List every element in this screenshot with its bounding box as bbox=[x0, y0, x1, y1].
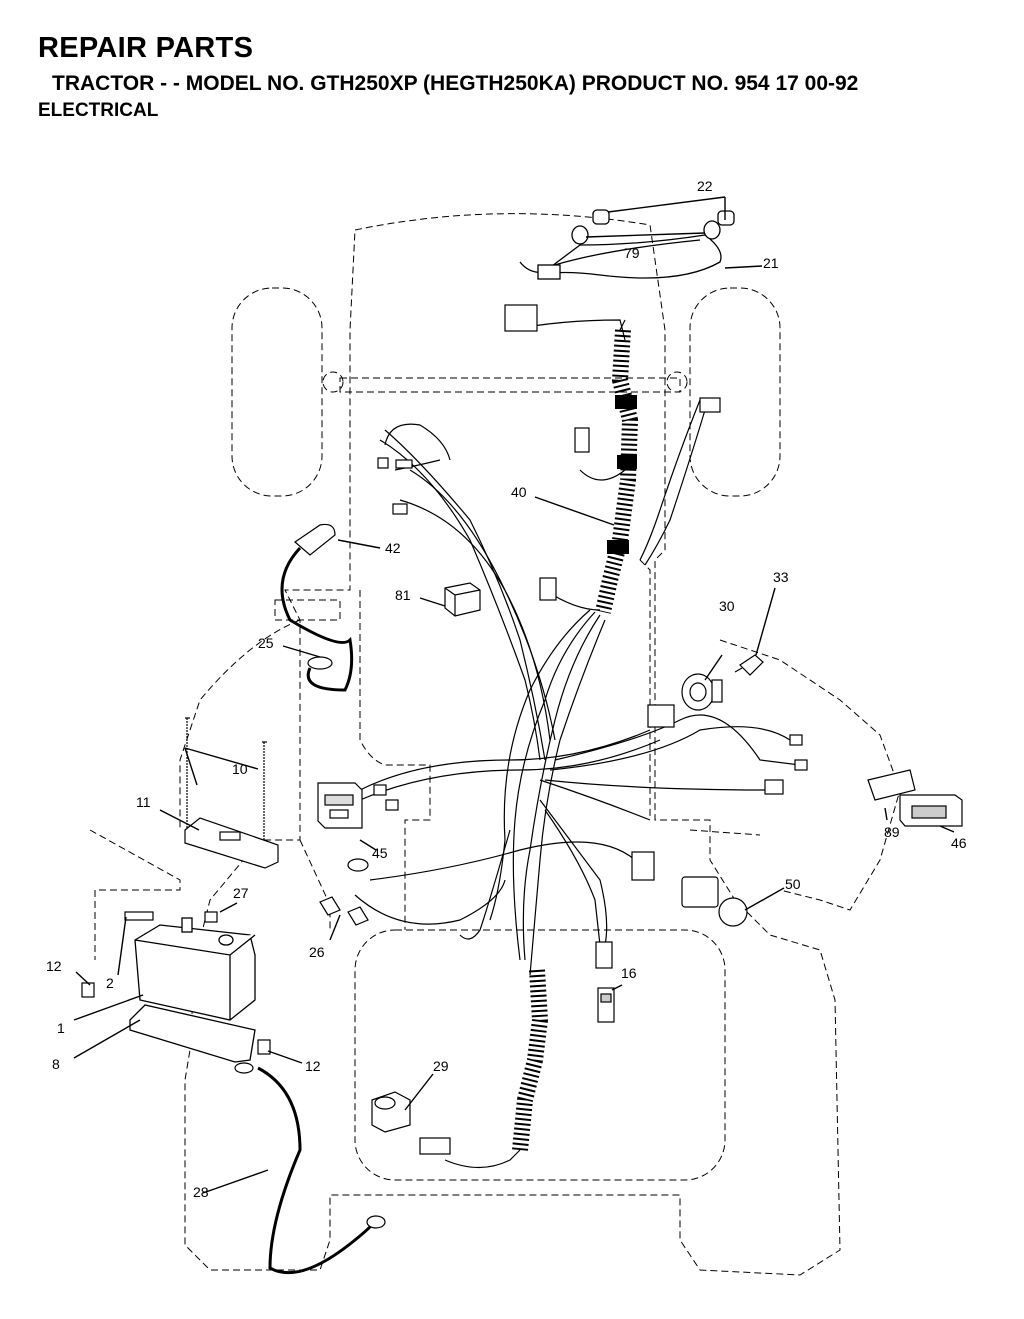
callout-40: 40 bbox=[511, 484, 527, 500]
callout-42: 42 bbox=[385, 540, 401, 556]
relay bbox=[444, 582, 481, 617]
callout-16: 16 bbox=[621, 965, 637, 981]
page-title: REPAIR PARTS bbox=[38, 32, 254, 64]
callout-27: 27 bbox=[233, 885, 249, 901]
tractor-outline bbox=[89, 213, 901, 1276]
callout-11: 11 bbox=[136, 794, 151, 810]
switch-16 bbox=[597, 987, 615, 1023]
ignition-switch bbox=[681, 673, 723, 711]
cable-28 bbox=[257, 1066, 374, 1275]
pto-switch bbox=[681, 876, 748, 927]
battery-tray bbox=[129, 1004, 256, 1063]
leader-lines bbox=[73, 196, 955, 1194]
hour-meter bbox=[317, 782, 363, 829]
callout-labels: 22 79 21 40 42 81 33 30 25 10 11 45 89 4… bbox=[46, 178, 967, 1200]
cable-42-25 bbox=[280, 546, 354, 692]
module-46 bbox=[899, 794, 963, 827]
hold-down-bracket bbox=[184, 817, 279, 869]
callout-10: 10 bbox=[232, 761, 248, 777]
callout-21: 21 bbox=[763, 255, 779, 271]
callout-28: 28 bbox=[193, 1184, 209, 1200]
callout-26: 26 bbox=[309, 944, 325, 960]
callout-1: 1 bbox=[57, 1020, 65, 1036]
callout-29: 29 bbox=[433, 1058, 449, 1074]
bracket-89 bbox=[867, 769, 916, 801]
callout-89: 89 bbox=[884, 824, 900, 840]
callout-12-top: 12 bbox=[46, 958, 62, 974]
hold-down-bolts bbox=[185, 717, 267, 842]
callout-33: 33 bbox=[773, 569, 789, 585]
callout-25: 25 bbox=[258, 635, 274, 651]
page-subtitle: TRACTOR - - MODEL NO. GTH250XP (HEGTH250… bbox=[52, 72, 859, 95]
callout-79: 79 bbox=[624, 245, 640, 261]
callout-22: 22 bbox=[697, 178, 713, 194]
main-harness bbox=[354, 304, 801, 1169]
boot-42 bbox=[294, 523, 336, 670]
headlight-harness bbox=[519, 209, 735, 280]
callout-8: 8 bbox=[52, 1056, 60, 1072]
callout-46: 46 bbox=[951, 835, 967, 851]
clip-12 bbox=[81, 982, 271, 1055]
fuse-holder bbox=[319, 896, 369, 926]
callout-45: 45 bbox=[372, 845, 388, 861]
terminal-bolt bbox=[124, 911, 218, 923]
switch-33 bbox=[734, 654, 764, 676]
solenoid bbox=[371, 1091, 411, 1133]
callout-30: 30 bbox=[719, 598, 735, 614]
harness-connectors bbox=[373, 397, 808, 1155]
callout-2: 2 bbox=[106, 975, 114, 991]
spiral-conduit-lower bbox=[512, 969, 549, 1151]
callout-50: 50 bbox=[785, 876, 801, 892]
callout-12-bottom: 12 bbox=[305, 1058, 321, 1074]
spiral-conduit-upper bbox=[595, 329, 639, 614]
section-label: ELECTRICAL bbox=[38, 100, 159, 121]
callout-81: 81 bbox=[395, 587, 411, 603]
battery bbox=[134, 917, 256, 1021]
ring-terminals bbox=[234, 858, 386, 1229]
